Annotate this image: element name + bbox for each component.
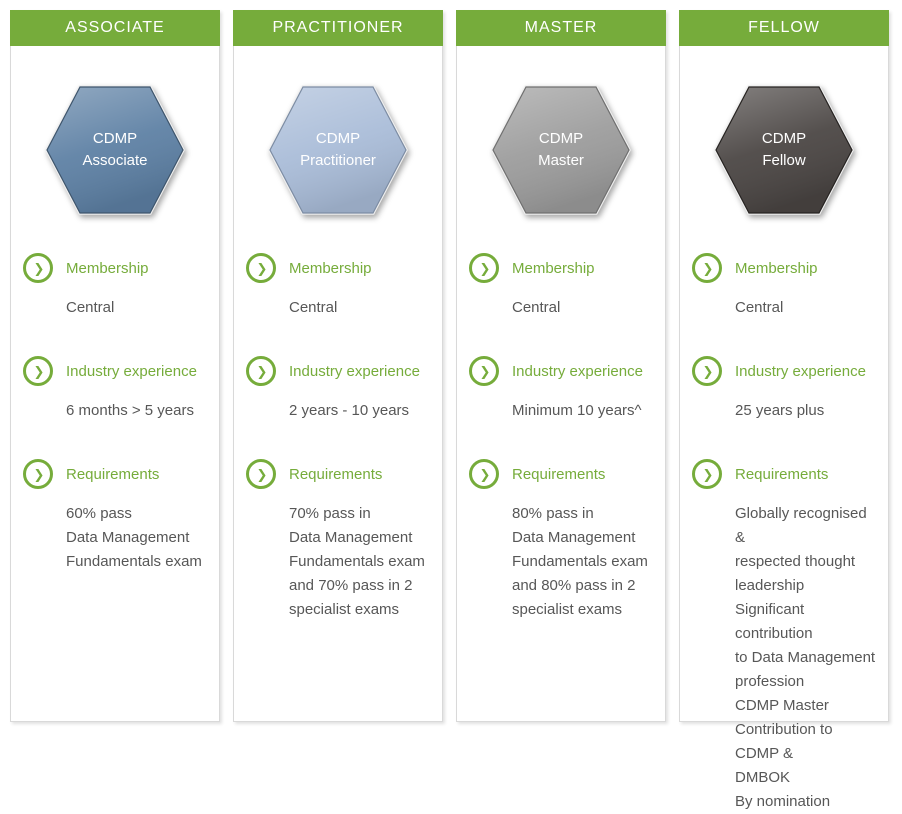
section-experience: ❯ Industry experience 2 years - 10 years bbox=[246, 356, 430, 423]
section-membership: ❯ Membership Central bbox=[246, 253, 430, 320]
section-value: 6 months > 5 years bbox=[66, 402, 194, 419]
chevron-circle-icon: ❯ bbox=[692, 253, 722, 283]
card-sections: ❯ Membership Central ❯ Industry experien… bbox=[457, 253, 665, 622]
section-experience: ❯ Industry experience 25 years plus bbox=[692, 356, 876, 423]
hexagon-shape-icon bbox=[491, 85, 631, 215]
chevron-icon: ❯ bbox=[702, 466, 714, 482]
section-value: Central bbox=[512, 299, 561, 316]
hexagon-label: CDMP Master bbox=[538, 130, 584, 169]
certification-levels-board: ASSOCIATE CDMP Associate ❯ Membership Ce… bbox=[10, 10, 889, 810]
chevron-circle-icon: ❯ bbox=[692, 459, 722, 489]
section-value: 60% pass Data Management Fundamentals ex… bbox=[66, 505, 202, 570]
section-value: 80% pass in Data Management Fundamentals… bbox=[512, 505, 648, 618]
chevron-circle-icon: ❯ bbox=[469, 459, 499, 489]
hexagon-shape-icon bbox=[714, 85, 854, 215]
chevron-icon: ❯ bbox=[33, 466, 45, 482]
section-requirements: ❯ Requirements 60% pass Data Management … bbox=[23, 459, 207, 574]
section-label: Membership bbox=[289, 259, 372, 277]
hexagon-shape-icon bbox=[268, 85, 408, 215]
chevron-icon: ❯ bbox=[479, 260, 491, 276]
section-experience: ❯ Industry experience 6 months > 5 years bbox=[23, 356, 207, 423]
section-requirements: ❯ Requirements Globally recognised & res… bbox=[692, 459, 876, 814]
section-label: Industry experience bbox=[289, 362, 420, 380]
card-header: MASTER bbox=[456, 10, 666, 46]
hexagon-label: CDMP Fellow bbox=[761, 130, 807, 169]
section-label: Industry experience bbox=[735, 362, 866, 380]
section-value: Globally recognised & respected thought … bbox=[735, 505, 876, 810]
chevron-circle-icon: ❯ bbox=[246, 459, 276, 489]
section-membership: ❯ Membership Central bbox=[469, 253, 653, 320]
section-label: Membership bbox=[512, 259, 595, 277]
section-label: Requirements bbox=[289, 465, 383, 483]
section-value: Central bbox=[735, 299, 784, 316]
section-experience: ❯ Industry experience Minimum 10 years^ bbox=[469, 356, 653, 423]
section-label: Requirements bbox=[735, 465, 829, 483]
section-value: Central bbox=[66, 299, 115, 316]
section-value: 70% pass in Data Management Fundamentals… bbox=[289, 505, 425, 618]
hexagon-shape-icon bbox=[45, 85, 185, 215]
card-header: PRACTITIONER bbox=[233, 10, 443, 46]
chevron-circle-icon: ❯ bbox=[23, 253, 53, 283]
card-master: MASTER CDMP Master ❯ Membership Central … bbox=[456, 10, 666, 722]
chevron-icon: ❯ bbox=[702, 363, 714, 379]
hexagon-badge: CDMP Fellow bbox=[714, 85, 854, 215]
chevron-icon: ❯ bbox=[256, 260, 268, 276]
section-label: Membership bbox=[735, 259, 818, 277]
chevron-icon: ❯ bbox=[702, 260, 714, 276]
chevron-circle-icon: ❯ bbox=[469, 356, 499, 386]
section-value: 25 years plus bbox=[735, 402, 825, 419]
chevron-circle-icon: ❯ bbox=[246, 253, 276, 283]
chevron-icon: ❯ bbox=[479, 466, 491, 482]
card-associate: ASSOCIATE CDMP Associate ❯ Membership Ce… bbox=[10, 10, 220, 722]
section-requirements: ❯ Requirements 80% pass in Data Manageme… bbox=[469, 459, 653, 622]
section-label: Requirements bbox=[66, 465, 160, 483]
hexagon-badge: CDMP Associate bbox=[45, 85, 185, 215]
chevron-circle-icon: ❯ bbox=[23, 356, 53, 386]
card-fellow: FELLOW CDMP Fellow ❯ Membership Central … bbox=[679, 10, 889, 810]
section-label: Industry experience bbox=[66, 362, 197, 380]
section-membership: ❯ Membership Central bbox=[692, 253, 876, 320]
card-practitioner: PRACTITIONER CDMP Practitioner ❯ Members… bbox=[233, 10, 443, 722]
section-value: Central bbox=[289, 299, 338, 316]
hexagon-badge: CDMP Master bbox=[491, 85, 631, 215]
chevron-icon: ❯ bbox=[256, 363, 268, 379]
chevron-circle-icon: ❯ bbox=[246, 356, 276, 386]
hexagon-badge: CDMP Practitioner bbox=[268, 85, 408, 215]
section-label: Requirements bbox=[512, 465, 606, 483]
chevron-circle-icon: ❯ bbox=[469, 253, 499, 283]
card-header: FELLOW bbox=[679, 10, 889, 46]
card-header: ASSOCIATE bbox=[10, 10, 220, 46]
section-label: Membership bbox=[66, 259, 149, 277]
chevron-icon: ❯ bbox=[33, 260, 45, 276]
section-value: Minimum 10 years^ bbox=[512, 402, 642, 419]
card-sections: ❯ Membership Central ❯ Industry experien… bbox=[11, 253, 219, 574]
chevron-circle-icon: ❯ bbox=[692, 356, 722, 386]
chevron-circle-icon: ❯ bbox=[23, 459, 53, 489]
hexagon-label: CDMP Practitioner bbox=[300, 130, 376, 169]
section-value: 2 years - 10 years bbox=[289, 402, 410, 419]
section-membership: ❯ Membership Central bbox=[23, 253, 207, 320]
section-label: Industry experience bbox=[512, 362, 643, 380]
card-sections: ❯ Membership Central ❯ Industry experien… bbox=[234, 253, 442, 622]
chevron-icon: ❯ bbox=[479, 363, 491, 379]
hexagon-label: CDMP Associate bbox=[82, 130, 148, 169]
chevron-icon: ❯ bbox=[256, 466, 268, 482]
section-requirements: ❯ Requirements 70% pass in Data Manageme… bbox=[246, 459, 430, 622]
chevron-icon: ❯ bbox=[33, 363, 45, 379]
